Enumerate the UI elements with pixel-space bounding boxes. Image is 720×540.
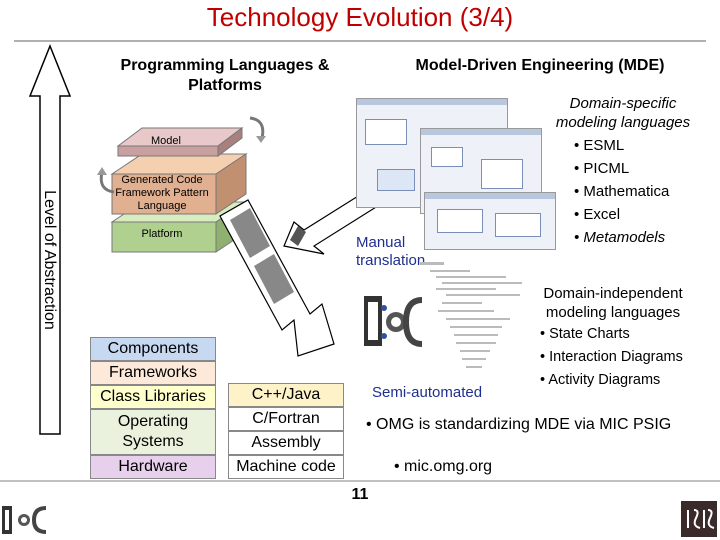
omg-standardizing-text: • OMG is standardizing MDE via MIC PSIG <box>366 416 672 433</box>
list-item: • Excel <box>574 206 621 223</box>
omg-url-text: • mic.omg.org <box>394 458 493 475</box>
domain-independent-list: • State Charts • Interaction Diagrams • … <box>540 323 710 392</box>
isis-logo-icon <box>681 501 717 537</box>
class-libraries-box: Class Libraries <box>90 385 216 409</box>
abstraction-layers-diagram <box>110 127 248 253</box>
list-item: • ESML <box>574 137 625 154</box>
list-item: • PICML <box>574 160 630 177</box>
programming-languages-heading: Programming Languages & Platforms <box>120 57 330 94</box>
doc-logo-icon <box>364 296 423 347</box>
abstraction-arrow-icon <box>28 44 72 435</box>
domain-specific-title: Domain-specific modeling languages <box>555 95 691 131</box>
c-fortran-box: C/Fortran <box>228 407 344 431</box>
tool-screenshot <box>424 192 556 250</box>
cpp-java-box: C++/Java <box>228 383 344 407</box>
doc-logo-icon <box>2 506 47 534</box>
frameworks-box: Frameworks <box>90 361 216 385</box>
list-item: • Activity Diagrams <box>540 372 661 388</box>
slide-title: Technology Evolution (3/4) <box>206 2 514 32</box>
domain-specific-list: • ESML • PICML • Mathematica • Excel • M… <box>574 134 714 249</box>
cycle-arrow-icon <box>97 167 115 194</box>
cycle-arrow-icon <box>249 116 266 143</box>
title-divider <box>14 40 706 42</box>
footer-divider <box>0 480 720 482</box>
translation-arrow-icon <box>219 199 335 357</box>
operating-systems-box: Operating Systems <box>90 409 216 455</box>
layer-generated-label: Generated Code Framework Pattern Languag… <box>115 174 209 212</box>
list-item: • State Charts <box>540 326 630 342</box>
list-item: • Mathematica <box>574 183 670 200</box>
hardware-box: Hardware <box>90 455 216 479</box>
machine-code-box: Machine code <box>228 455 344 479</box>
manual-translation-label: Manual translation <box>356 234 426 269</box>
page-number: 11 <box>351 486 369 503</box>
mde-heading: Model-Driven Engineering (MDE) <box>415 57 665 74</box>
layer-platform-label: Platform <box>141 228 183 240</box>
list-item: • Interaction Diagrams <box>540 349 683 365</box>
semi-automated-label: Semi-automated <box>372 384 483 401</box>
layer-model-label: Model <box>151 135 181 147</box>
generated-model-graphic <box>420 262 522 368</box>
components-box: Components <box>90 337 216 361</box>
assembly-box: Assembly <box>228 431 344 455</box>
domain-independent-title: Domain-independent modeling languages <box>543 285 683 321</box>
list-item: • Metamodels <box>574 229 666 246</box>
